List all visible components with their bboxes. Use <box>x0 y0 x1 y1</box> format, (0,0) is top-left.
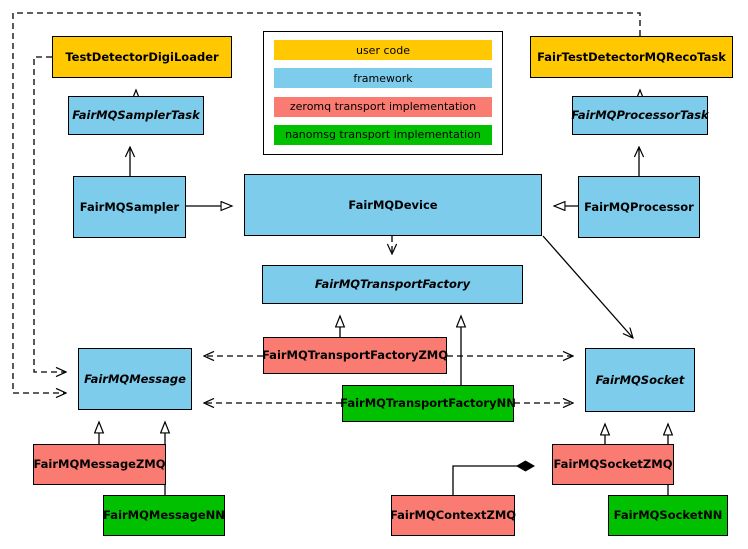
class-node-testdetectordigiloader[interactable]: TestDetectorDigiLoader <box>52 36 232 78</box>
edge-digiloader-to-message <box>33 56 66 372</box>
class-node-fairmqsampler[interactable]: FairMQSampler <box>73 176 186 238</box>
class-node-fairmqsamplertask[interactable]: FairMQSamplerTask <box>68 96 204 135</box>
class-node-fairmqmessagezmq[interactable]: FairMQMessageZMQ <box>33 444 166 485</box>
class-node-fairmqprocessor[interactable]: FairMQProcessor <box>578 176 700 238</box>
class-node-fairmqtransportfactory[interactable]: FairMQTransportFactory <box>262 265 523 304</box>
edge-socketzmq-composition-contextzmq <box>452 466 534 495</box>
class-node-fairmqprocessortask[interactable]: FairMQProcessorTask <box>571 96 709 135</box>
edge-device-to-socket <box>542 235 633 338</box>
legend-item-zeromq: zeromq transport implementation <box>274 96 492 117</box>
class-node-fairtestdetectormqrecotask[interactable]: FairTestDetectorMQRecoTask <box>530 36 733 78</box>
edge-recotask-to-message <box>12 12 641 393</box>
class-node-fairmqmessagenn[interactable]: FairMQMessageNN <box>103 495 225 536</box>
class-node-fairmqsocketnn[interactable]: FairMQSocketNN <box>608 495 728 536</box>
class-node-fairmqsocket[interactable]: FairMQSocket <box>585 348 695 412</box>
class-node-fairmqsocketzmq[interactable]: FairMQSocketZMQ <box>552 444 674 485</box>
class-node-fairmqmessage[interactable]: FairMQMessage <box>78 348 192 410</box>
class-node-fairmqcontextzmq[interactable]: FairMQContextZMQ <box>390 495 516 536</box>
class-node-fairmqdevice[interactable]: FairMQDevice <box>244 174 542 236</box>
legend-item-nanomsg: nanomsg transport implementation <box>274 124 492 145</box>
class-node-fairmqtransportfactorynn[interactable]: FairMQTransportFactoryNN <box>340 385 516 422</box>
legend-item-user-code: user code <box>274 40 492 60</box>
class-node-fairmqtransportfactoryzmq[interactable]: FairMQTransportFactoryZMQ <box>262 337 448 374</box>
color-legend: user code framework zeromq transport imp… <box>263 31 503 155</box>
legend-item-framework: framework <box>274 68 492 89</box>
